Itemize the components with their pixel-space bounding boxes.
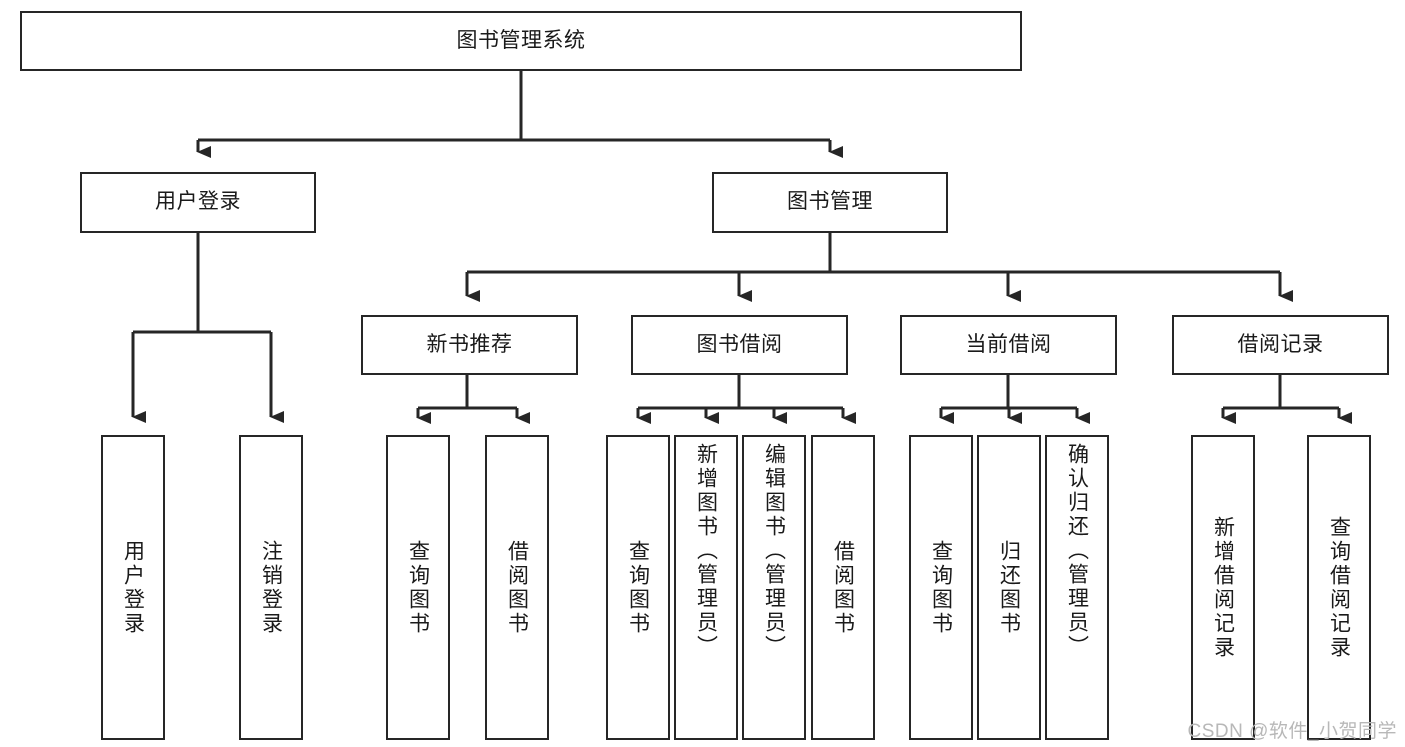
node-leaf-add-record[interactable]: 新增借阅记录 [1191, 435, 1255, 740]
node-book-manage[interactable]: 图书管理 [712, 172, 948, 233]
node-leaf-borrow-book-2[interactable]: 借阅图书 [811, 435, 875, 740]
node-current-borrow-label: 当前借阅 [965, 332, 1052, 356]
node-leaf-query-book-2-label: 查询图书 [626, 539, 650, 636]
node-borrow-record-label: 借阅记录 [1237, 332, 1324, 356]
node-leaf-edit-book-label: 编辑图书（管理员） [762, 443, 786, 659]
node-new-book-recommend-label: 新书推荐 [426, 332, 513, 356]
node-leaf-add-book[interactable]: 新增图书（管理员） [674, 435, 738, 740]
node-leaf-query-book-3-label: 查询图书 [929, 539, 953, 636]
node-leaf-user-login-label: 用户登录 [121, 539, 145, 636]
node-leaf-return-book-label: 归还图书 [997, 539, 1021, 636]
node-leaf-user-logout[interactable]: 注销登录 [239, 435, 303, 740]
watermark-text: CSDN @软件_小贺同学 [1187, 721, 1397, 742]
node-leaf-borrow-book-1[interactable]: 借阅图书 [485, 435, 549, 740]
node-root-label: 图书管理系统 [456, 28, 586, 52]
node-leaf-add-book-label: 新增图书（管理员） [694, 443, 718, 659]
node-leaf-edit-book[interactable]: 编辑图书（管理员） [742, 435, 806, 740]
node-leaf-borrow-book-1-label: 借阅图书 [505, 539, 529, 636]
node-leaf-query-book-1-label: 查询图书 [406, 539, 430, 636]
node-leaf-return-book[interactable]: 归还图书 [977, 435, 1041, 740]
node-leaf-user-login[interactable]: 用户登录 [101, 435, 165, 740]
node-user-login-label: 用户登录 [155, 190, 241, 214]
node-leaf-query-record-label: 查询借阅记录 [1327, 515, 1351, 660]
node-leaf-query-record[interactable]: 查询借阅记录 [1307, 435, 1371, 740]
node-book-manage-label: 图书管理 [787, 190, 873, 214]
node-leaf-borrow-book-2-label: 借阅图书 [831, 539, 855, 636]
node-leaf-confirm-return-label: 确认归还（管理员） [1065, 443, 1089, 659]
node-book-borrow-label: 图书借阅 [696, 332, 783, 356]
node-borrow-record[interactable]: 借阅记录 [1172, 315, 1389, 375]
node-leaf-user-logout-label: 注销登录 [259, 539, 283, 636]
node-leaf-add-record-label: 新增借阅记录 [1211, 515, 1235, 660]
node-leaf-query-book-1[interactable]: 查询图书 [386, 435, 450, 740]
node-book-borrow[interactable]: 图书借阅 [631, 315, 848, 375]
node-new-book-recommend[interactable]: 新书推荐 [361, 315, 578, 375]
node-leaf-confirm-return[interactable]: 确认归还（管理员） [1045, 435, 1109, 740]
node-root[interactable]: 图书管理系统 [20, 11, 1022, 71]
node-leaf-query-book-3[interactable]: 查询图书 [909, 435, 973, 740]
node-leaf-query-book-2[interactable]: 查询图书 [606, 435, 670, 740]
node-user-login[interactable]: 用户登录 [80, 172, 316, 233]
node-current-borrow[interactable]: 当前借阅 [900, 315, 1117, 375]
